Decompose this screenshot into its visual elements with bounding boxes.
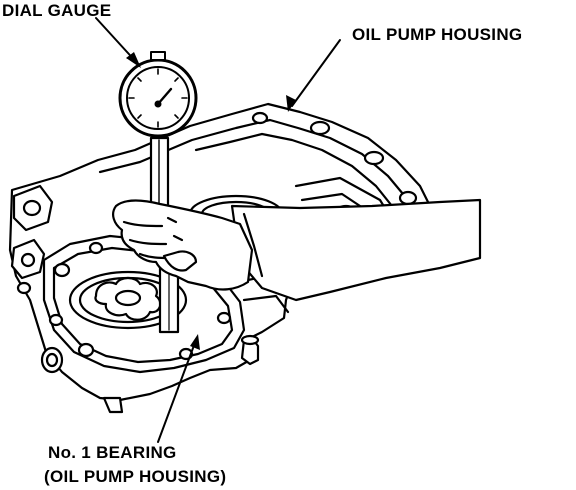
bearing-arrowhead [190, 334, 200, 350]
bearing-label-line1: No. 1 BEARING [48, 443, 177, 462]
dial-gauge-arrowhead [126, 52, 141, 68]
oil-pump-housing-label: OIL PUMP HOUSING [352, 25, 522, 44]
bearing-leader [157, 339, 197, 443]
callout-arrowheads [126, 52, 296, 350]
oil-pump-housing-arrowhead [286, 95, 296, 112]
bearing-label-line2: (OIL PUMP HOUSING) [44, 467, 226, 486]
dial-gauge-label: DIAL GAUGE [2, 1, 111, 20]
oil-pump-housing-leader [291, 39, 341, 107]
technician-hand-illustration [112, 198, 482, 302]
